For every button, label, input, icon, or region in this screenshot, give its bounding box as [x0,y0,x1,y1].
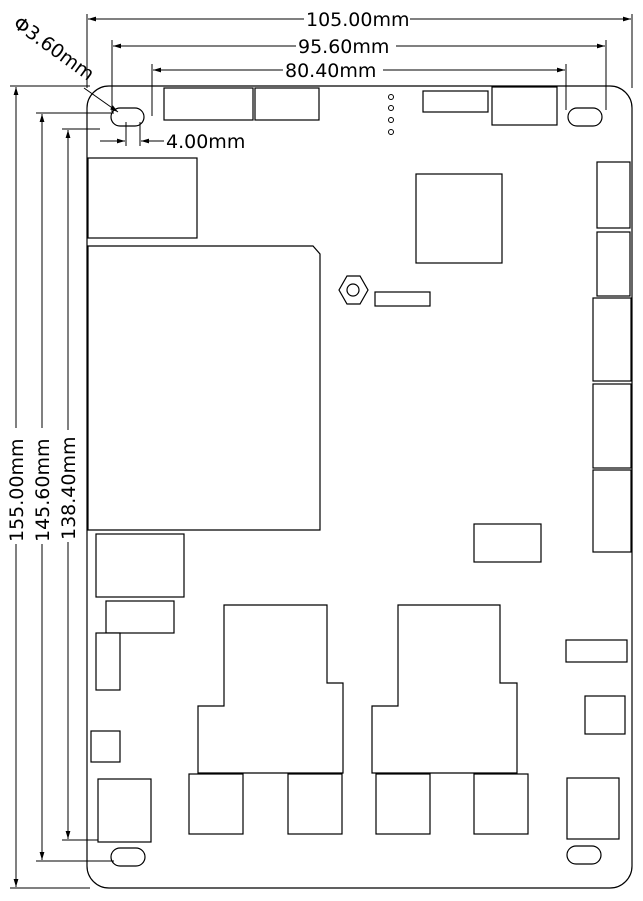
led-4 [388,129,394,135]
label-bg-height-inner [58,430,78,542]
component-right-square [584,695,626,735]
mounting-hole-top-left [110,107,145,127]
leader-hole-diameter [83,87,119,113]
connector-bottom-5 [473,773,529,835]
label-bg-height-overall [6,428,26,544]
component-left-3 [95,632,121,691]
label-bg-width-inner [283,60,383,80]
mounting-hole-bottom-left [110,847,146,867]
connector-left-top [87,157,198,239]
chip-main [415,173,503,264]
led-1 [388,94,394,100]
label-bg-width-holes [296,36,396,56]
component-mid-right [473,523,542,563]
label-bg-width-overall [304,9,410,29]
component-right-strip [565,639,628,663]
connector-large-left [197,604,344,774]
connector-bottom-6 [566,777,620,840]
connector-right-5 [592,469,632,553]
label-bg-height-holes [32,428,52,544]
led-3 [388,117,394,123]
connector-top-2 [254,87,320,121]
connector-bottom-3 [287,773,343,835]
connector-top-4 [491,86,558,126]
mounting-hole-bottom-right [566,845,602,865]
connector-top-1 [163,87,254,121]
standoff-hole [346,283,360,297]
led-2 [388,105,394,111]
connector-top-3 [422,90,489,113]
standoff-connector [374,291,431,307]
label-hole-offset: 4.00mm [166,131,245,153]
label-width-overall: 105.00mm [306,9,410,31]
label-height-inner: 138.40mm [58,437,80,541]
label-height-overall: 155.00mm [6,439,28,543]
component-left-2 [105,600,175,634]
connector-bottom-4 [375,773,431,835]
connector-large-right [371,604,518,774]
connector-right-3 [592,297,632,382]
label-hole-diameter: Φ3.60mm [9,12,98,85]
label-height-holes: 145.60mm [32,439,54,543]
label-width-holes: 95.60mm [298,36,389,58]
connector-bottom-2 [188,773,244,835]
connector-right-4 [592,383,632,469]
heatsink-module [87,245,321,531]
connector-right-2 [596,231,631,297]
connector-right-1 [596,161,631,229]
connector-bottom-1 [97,778,152,843]
component-left-4 [90,730,121,763]
mounting-hole-top-right [567,107,603,127]
standoff-hex [338,275,369,305]
board-outline [86,85,633,889]
component-left-1 [95,533,185,598]
label-width-inner: 80.40mm [285,60,376,82]
